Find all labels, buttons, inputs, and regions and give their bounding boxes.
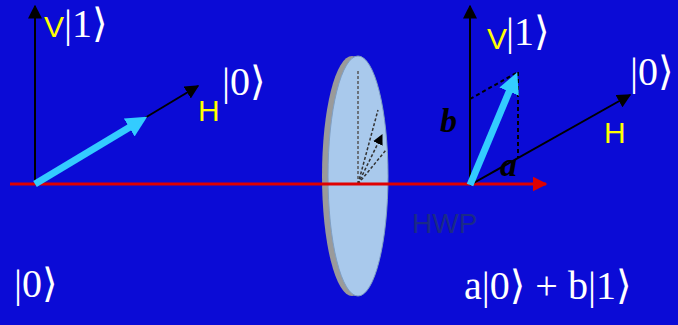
v-axis (469, 6, 471, 185)
plate-axis (358, 110, 378, 184)
output-state: a|0⟩ + b|1⟩ (464, 266, 632, 306)
basis-state: |1⟩ (506, 12, 550, 52)
amplitude-label: a (500, 148, 517, 182)
h-axis (470, 95, 630, 185)
projection-line (517, 72, 519, 158)
basis-state: |1⟩ (64, 4, 108, 44)
light-beam (10, 183, 546, 186)
plate-label: HWP (412, 210, 477, 238)
h-axis (35, 86, 198, 184)
basis-state: |0⟩ (630, 52, 674, 92)
input-state: |0⟩ (14, 264, 58, 304)
fast-axis (357, 70, 359, 184)
half-wave-plate (328, 56, 388, 296)
axis-label: H (604, 118, 626, 148)
axis-label: H (198, 96, 220, 126)
v-axis (34, 6, 36, 184)
axis-label: V (487, 24, 507, 54)
plate-axis (358, 150, 386, 184)
polarization-vector (35, 121, 140, 184)
amplitude-label: b (440, 104, 457, 138)
basis-state: |0⟩ (222, 62, 266, 102)
axis-label: V (44, 12, 64, 42)
